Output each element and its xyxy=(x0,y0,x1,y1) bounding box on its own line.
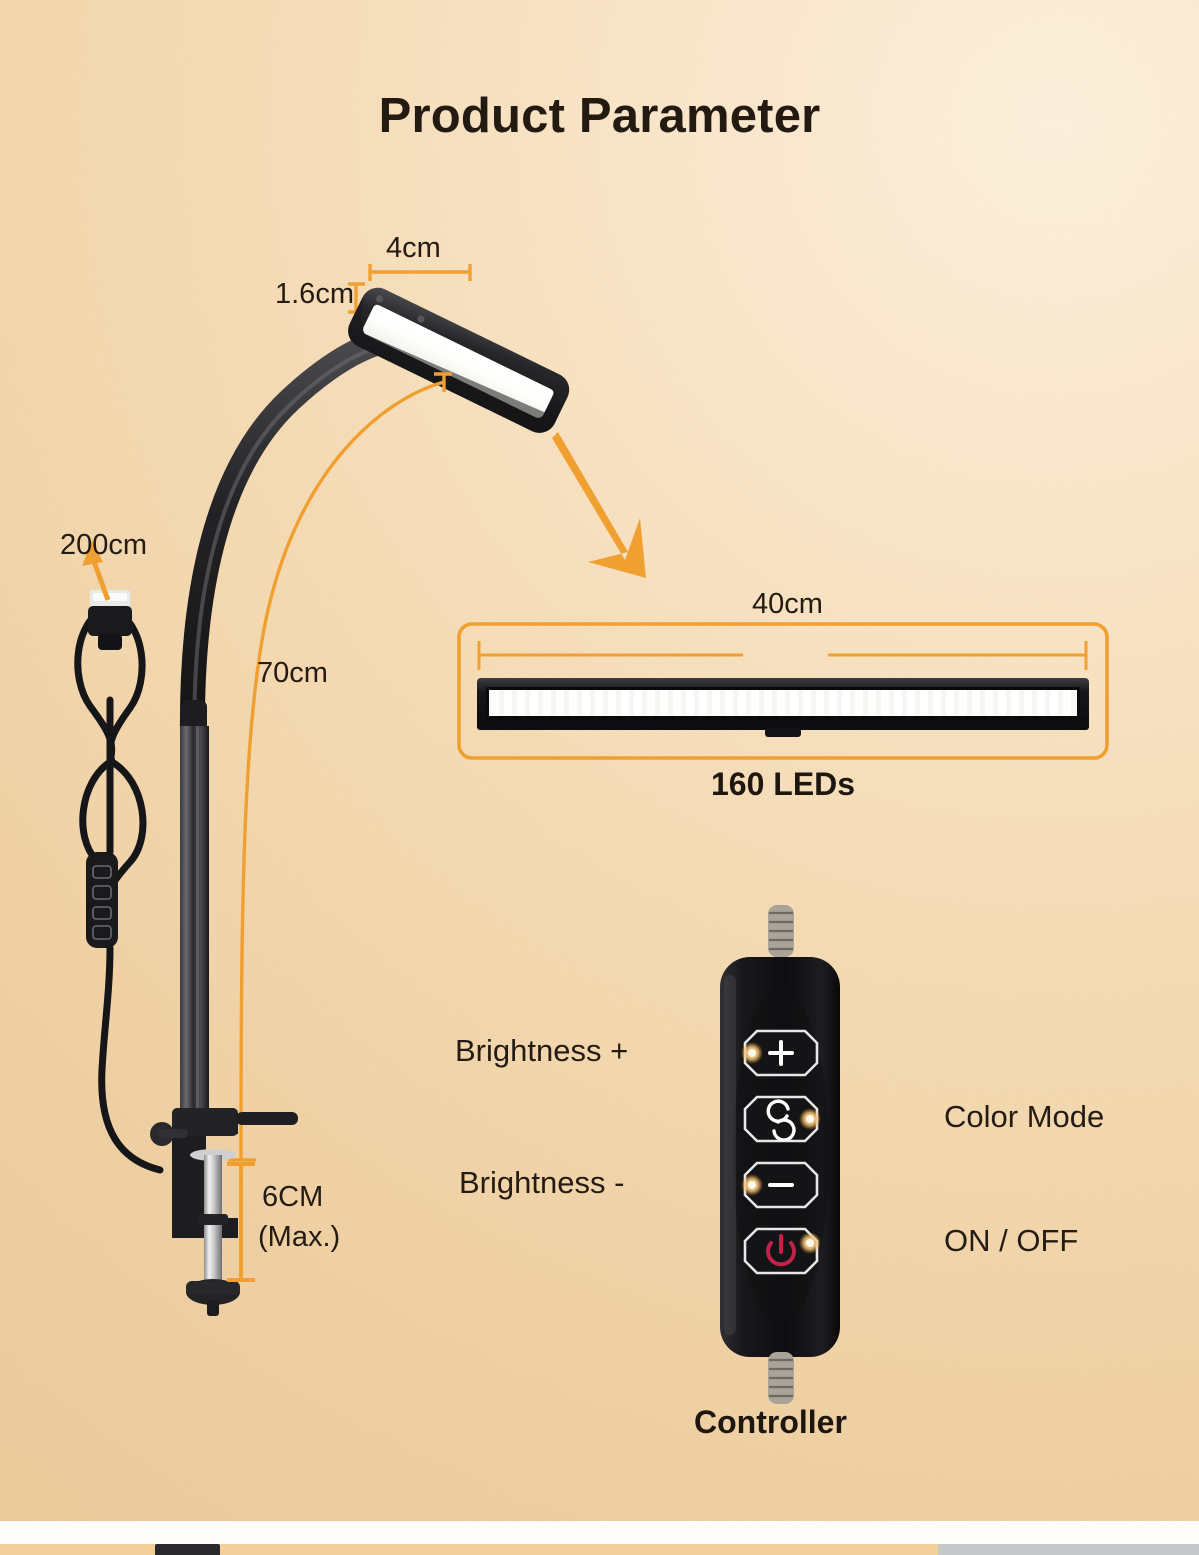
clamp-size-note: (Max.) xyxy=(258,1221,341,1253)
next-image-strip xyxy=(0,1544,1199,1555)
color-mode-icon xyxy=(766,1099,796,1142)
clamp-opening-dimension xyxy=(227,1162,255,1282)
lamp-head xyxy=(348,287,570,433)
label-power: ON / OFF xyxy=(944,1223,1079,1258)
cable-length-label: 200cm xyxy=(60,529,148,561)
next-image-grey-region xyxy=(938,1544,1199,1555)
plus-icon xyxy=(768,1040,794,1066)
label-brightness-up: Brightness + xyxy=(455,1033,629,1068)
controller-device xyxy=(720,905,840,1404)
controller-button-power[interactable] xyxy=(743,1227,819,1275)
arm-length-guide xyxy=(228,372,452,1162)
label-color-mode: Color Mode xyxy=(944,1099,1105,1134)
label-brightness-down: Brightness - xyxy=(459,1165,625,1200)
controller-button-color-mode[interactable] xyxy=(743,1095,819,1143)
cable-length-arrow xyxy=(82,540,111,601)
support-pole xyxy=(180,700,209,1116)
led-count-label: 160 LEDs xyxy=(711,766,856,802)
head-width-dimension xyxy=(368,264,472,281)
led-panel-callout-box xyxy=(457,622,1109,760)
inline-cable-controller xyxy=(86,852,118,948)
clamp-size-label: 6CM xyxy=(262,1181,324,1213)
desk-clamp xyxy=(150,1108,298,1316)
led-panel-width-dimension xyxy=(477,641,1088,670)
callout-arrow xyxy=(552,432,646,578)
led-panel-width-label: 40cm xyxy=(752,588,823,620)
controller-caption: Controller xyxy=(694,1404,847,1440)
head-width-label: 4cm xyxy=(386,232,441,264)
controller-top-sleeve xyxy=(768,905,794,957)
next-image-dark-region xyxy=(155,1544,220,1555)
power-icon xyxy=(766,1234,796,1267)
led-light-bar xyxy=(477,678,1089,737)
section-separator xyxy=(0,1521,1199,1544)
page-title: Product Parameter xyxy=(378,89,821,143)
gooseneck-arm xyxy=(179,325,411,773)
controller-bottom-sleeve xyxy=(768,1352,794,1404)
head-thickness-label: 1.6cm xyxy=(275,278,354,310)
callout-leader-lines xyxy=(672,1042,930,1254)
diagram-artwork xyxy=(74,264,1109,1404)
usb-plug xyxy=(88,590,132,650)
product-parameter-panel: Product Parameter xyxy=(0,0,1199,1521)
arm-length-label: 70cm xyxy=(257,657,328,689)
